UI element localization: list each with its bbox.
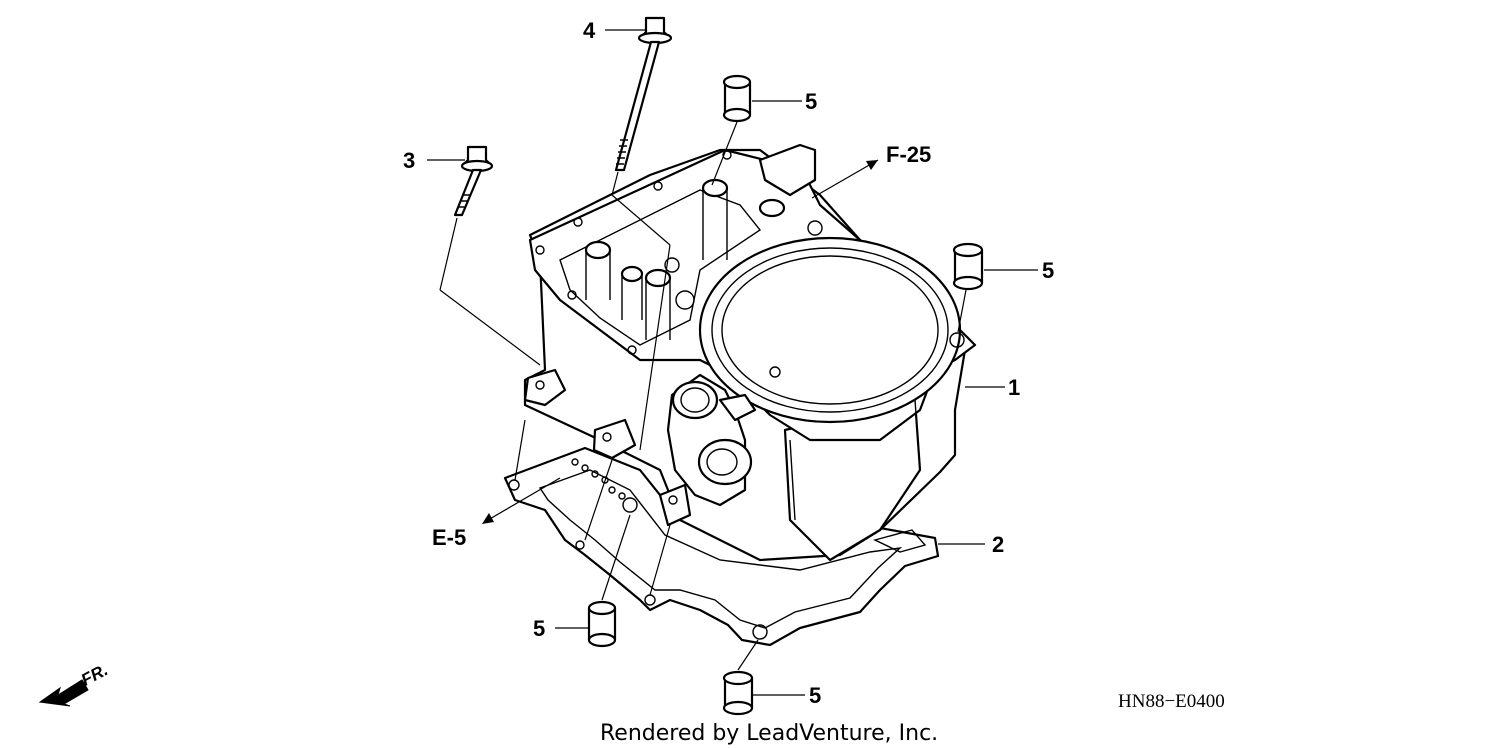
- callout-3: 3: [403, 148, 415, 173]
- callout-1: 1: [1008, 375, 1020, 400]
- front-direction-arrow-icon: [38, 679, 89, 707]
- dowel-pin-bottom[interactable]: [722, 670, 754, 716]
- diagram-code: HN88−E0400: [1118, 691, 1225, 712]
- reference-e5[interactable]: E-5: [432, 525, 466, 550]
- dowel-pin-top[interactable]: [722, 74, 752, 123]
- cylinder-block[interactable]: [523, 143, 977, 562]
- bolt-long[interactable]: [614, 16, 673, 172]
- callout-5-top: 5: [805, 89, 817, 114]
- oil-passage-holes: [571, 458, 638, 513]
- leader-lines: [427, 29, 1038, 696]
- dowel-pin-bottom-left[interactable]: [587, 600, 617, 648]
- render-credit: Rendered by LeadVenture, Inc.: [600, 721, 938, 746]
- bolt-short[interactable]: [453, 145, 494, 217]
- callout-5-bottom-left: 5: [533, 616, 545, 641]
- callout-5-right: 5: [1042, 258, 1054, 283]
- callout-2: 2: [992, 532, 1004, 557]
- callout-5-bottom: 5: [809, 683, 821, 708]
- callout-4: 4: [583, 18, 596, 43]
- dowel-pin-right[interactable]: [952, 242, 984, 291]
- reference-f25[interactable]: F-25: [886, 142, 931, 167]
